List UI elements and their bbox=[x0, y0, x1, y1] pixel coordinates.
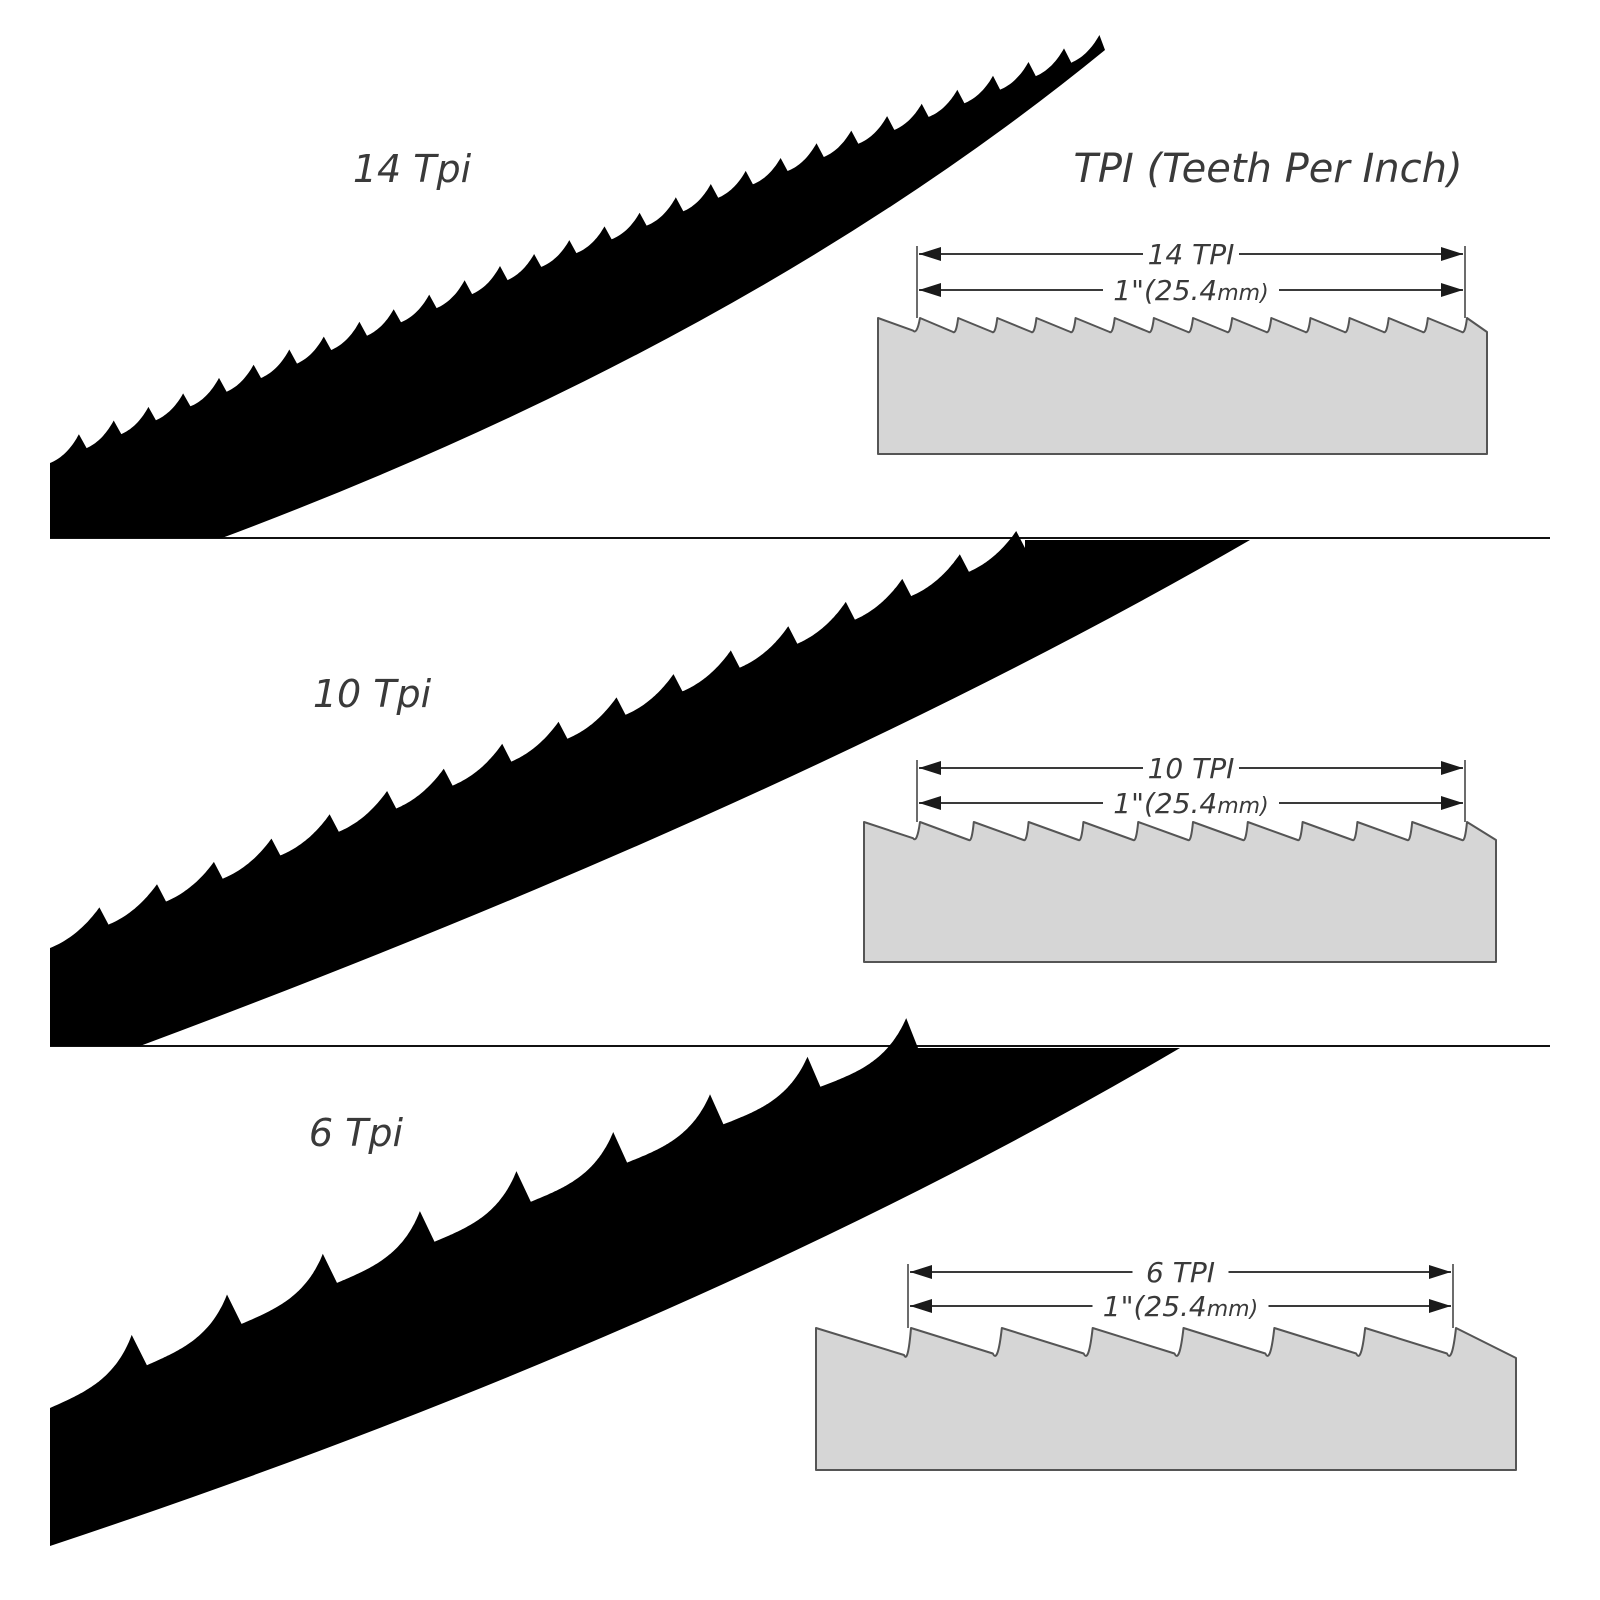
tpi-dimension-label: 10 TPI bbox=[1148, 752, 1235, 785]
arrowhead-right bbox=[1441, 796, 1463, 810]
inch-unit: mm) bbox=[1207, 1297, 1258, 1322]
arrowhead-left bbox=[919, 761, 941, 775]
inch-unit: mm) bbox=[1217, 281, 1268, 306]
tpi-dimension-label: 6 TPI bbox=[1146, 1256, 1215, 1289]
inch-unit: mm) bbox=[1217, 794, 1268, 819]
arrowhead-left bbox=[919, 283, 941, 297]
blade-10-tpi bbox=[50, 531, 1250, 1046]
arrowhead-left bbox=[910, 1299, 932, 1313]
inch-value: 1"(25.4 bbox=[1113, 274, 1217, 307]
inch-value: 1"(25.4 bbox=[1113, 787, 1217, 820]
tooth-profile-shape bbox=[877, 317, 1488, 455]
arrowhead-right bbox=[1429, 1265, 1451, 1279]
blade-14-tpi bbox=[50, 35, 1105, 538]
arrowhead-right bbox=[1429, 1299, 1451, 1313]
arrowhead-left bbox=[919, 796, 941, 810]
tpi-dimension-label: 14 TPI bbox=[1148, 238, 1235, 271]
arrowhead-right bbox=[1441, 761, 1463, 775]
tooth-profile-shape bbox=[815, 1327, 1517, 1471]
arrowhead-left bbox=[919, 247, 941, 261]
inch-value: 1"(25.4 bbox=[1103, 1290, 1207, 1323]
arrowhead-right bbox=[1441, 247, 1463, 261]
inch-dimension-label: 1"(25.4mm) bbox=[1113, 787, 1268, 820]
inch-dimension-label: 1"(25.4mm) bbox=[1103, 1290, 1258, 1323]
tooth-profile-shape bbox=[863, 821, 1497, 963]
arrowhead-right bbox=[1441, 283, 1463, 297]
blade-label: 10 Tpi bbox=[313, 672, 432, 716]
inch-dimension-label: 1"(25.4mm) bbox=[1113, 274, 1268, 307]
arrowhead-left bbox=[910, 1265, 932, 1279]
diagram-title: TPI (Teeth Per Inch) bbox=[1073, 146, 1462, 192]
blade-6-tpi bbox=[50, 1018, 1180, 1546]
blade-label: 14 Tpi bbox=[353, 147, 472, 191]
blade-label: 6 Tpi bbox=[309, 1111, 404, 1155]
